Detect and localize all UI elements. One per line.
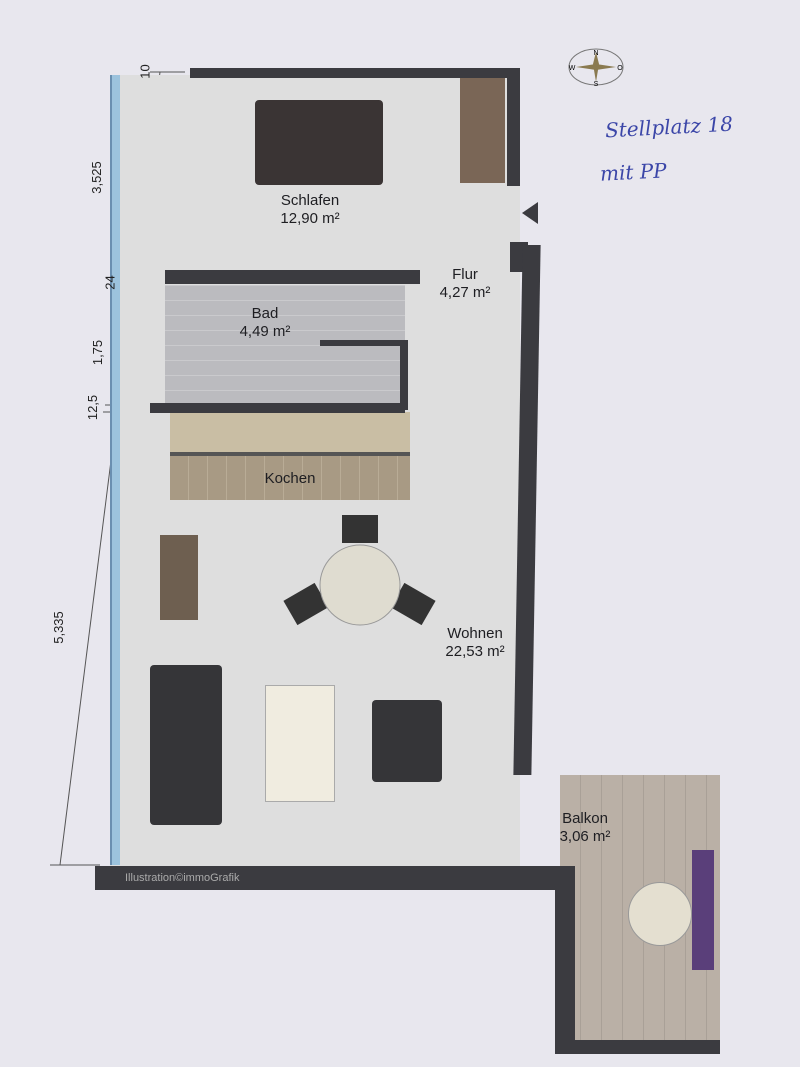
illustration-credit: Illustration©immoGrafik xyxy=(125,872,240,884)
wall xyxy=(555,1040,720,1054)
dim-24: 24 xyxy=(102,275,118,290)
dim-5335: 5,335 xyxy=(50,611,66,644)
sideboard xyxy=(160,535,198,620)
coffee-table xyxy=(265,685,335,802)
room-name: Balkon xyxy=(562,810,608,827)
armchair xyxy=(372,700,442,782)
handwritten-note-line2: mit PP xyxy=(599,158,668,186)
room-name: Flur xyxy=(452,266,478,283)
room-name: Wohnen xyxy=(447,625,503,642)
room-area: 12,90 m² xyxy=(280,210,340,227)
dim-3525: 3,525 xyxy=(88,161,104,194)
wall xyxy=(320,340,405,346)
planter xyxy=(692,850,714,970)
sofa xyxy=(150,665,222,825)
kitchen-counter xyxy=(170,412,410,456)
compass-o: O xyxy=(617,65,623,72)
window-strip xyxy=(110,75,120,865)
balcony-table xyxy=(628,882,692,946)
wall xyxy=(165,270,420,284)
room-kochen: Kochen xyxy=(240,470,340,488)
compass-n: N xyxy=(593,50,598,57)
compass-s: S xyxy=(594,81,599,88)
wardrobe xyxy=(460,78,505,183)
room-area: 22,53 m² xyxy=(445,643,505,660)
wall xyxy=(95,866,570,890)
kitchen-floor xyxy=(170,455,410,500)
wall xyxy=(150,403,405,413)
room-area: 3,06 m² xyxy=(559,828,611,845)
wall xyxy=(190,68,520,78)
bed xyxy=(255,100,383,185)
room-area: 4,49 m² xyxy=(239,323,291,340)
room-name: Kochen xyxy=(264,470,316,487)
wall xyxy=(507,68,520,186)
room-name: Schlafen xyxy=(280,192,340,209)
wall xyxy=(555,866,575,1051)
dining-table xyxy=(283,515,436,626)
dim-10: 10 xyxy=(137,64,153,79)
dim-175: 1,75 xyxy=(90,339,106,366)
compass-w: W xyxy=(569,65,576,72)
entrance-arrow-icon xyxy=(522,202,538,224)
wall xyxy=(400,340,408,410)
room-area: 4,27 m² xyxy=(439,284,491,301)
compass-icon: N S W O xyxy=(568,48,624,88)
room-name: Bad xyxy=(251,305,279,322)
dim-125: 12,5 xyxy=(85,394,101,421)
